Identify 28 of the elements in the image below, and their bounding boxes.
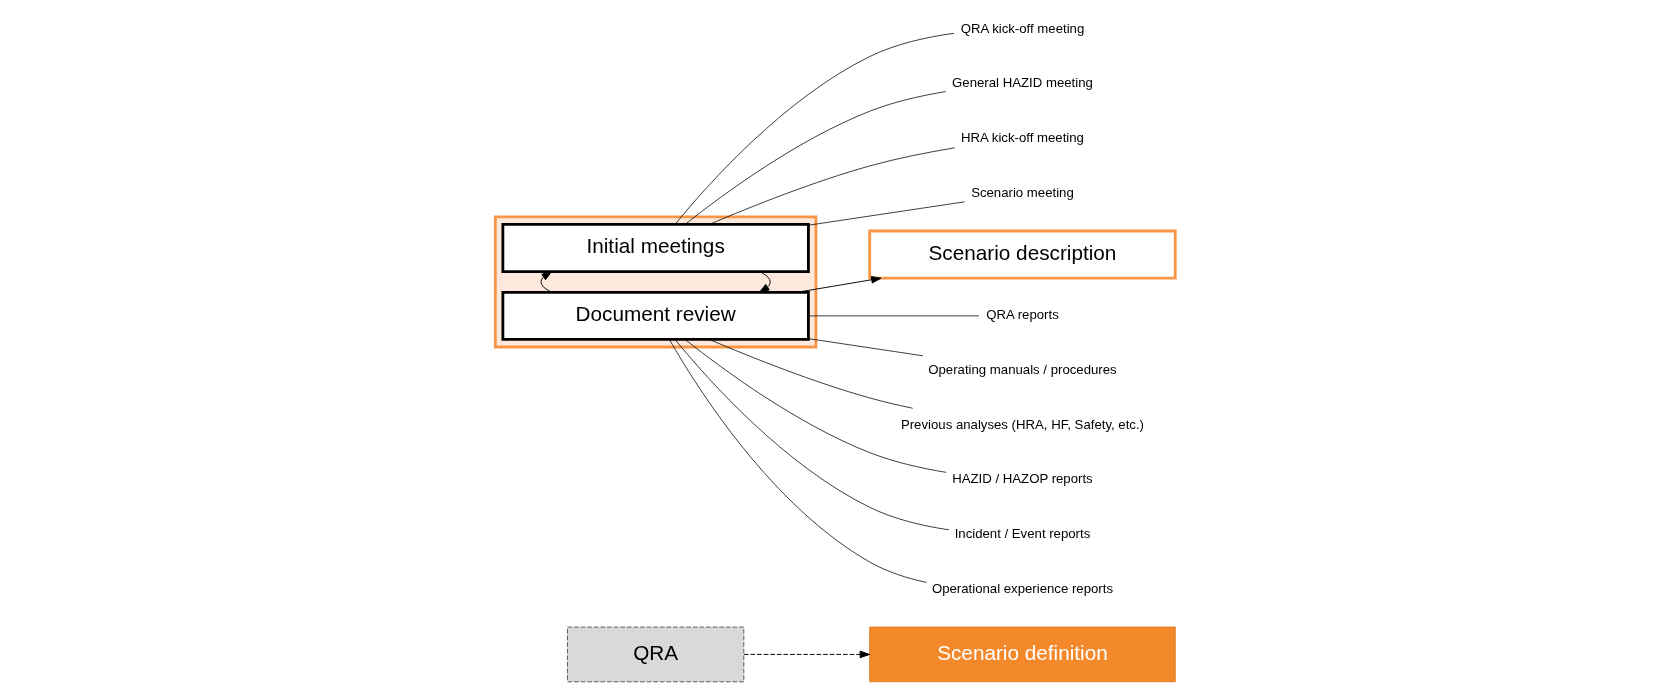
node-box: Initial meetings [500,223,810,273]
node-box: Scenario definition [868,626,1176,683]
node-text: Incident / Event reports [954,526,1090,542]
connector [684,91,946,225]
connector [807,315,979,317]
connector [708,339,913,409]
node-box: Scenario description [867,229,1177,280]
node-text: Operational experience reports [931,580,1113,596]
node-text: HRA kick-off meeting [960,130,1084,146]
node-text: Scenario meeting [970,184,1074,200]
cluster [493,215,817,349]
node-text: Previous analyses (HRA, HF, Safety, etc.) [900,416,1144,432]
connector [684,339,947,473]
node-box: QRA [566,626,744,683]
node-box: Document review [500,290,810,341]
connector [674,339,949,531]
connector [668,339,927,583]
connector [807,201,965,226]
node-text: QRA kick-off meeting [960,20,1084,36]
node-text: General HAZID meeting [951,75,1093,91]
arrow [743,650,870,659]
connector [674,32,954,225]
node-text: HAZID / HAZOP reports [951,471,1093,487]
arrow [758,271,771,293]
node-text: QRA reports [985,307,1059,323]
arrow [540,271,552,293]
connector [807,338,923,357]
node-text: Operating manuals / procedures [927,362,1117,378]
